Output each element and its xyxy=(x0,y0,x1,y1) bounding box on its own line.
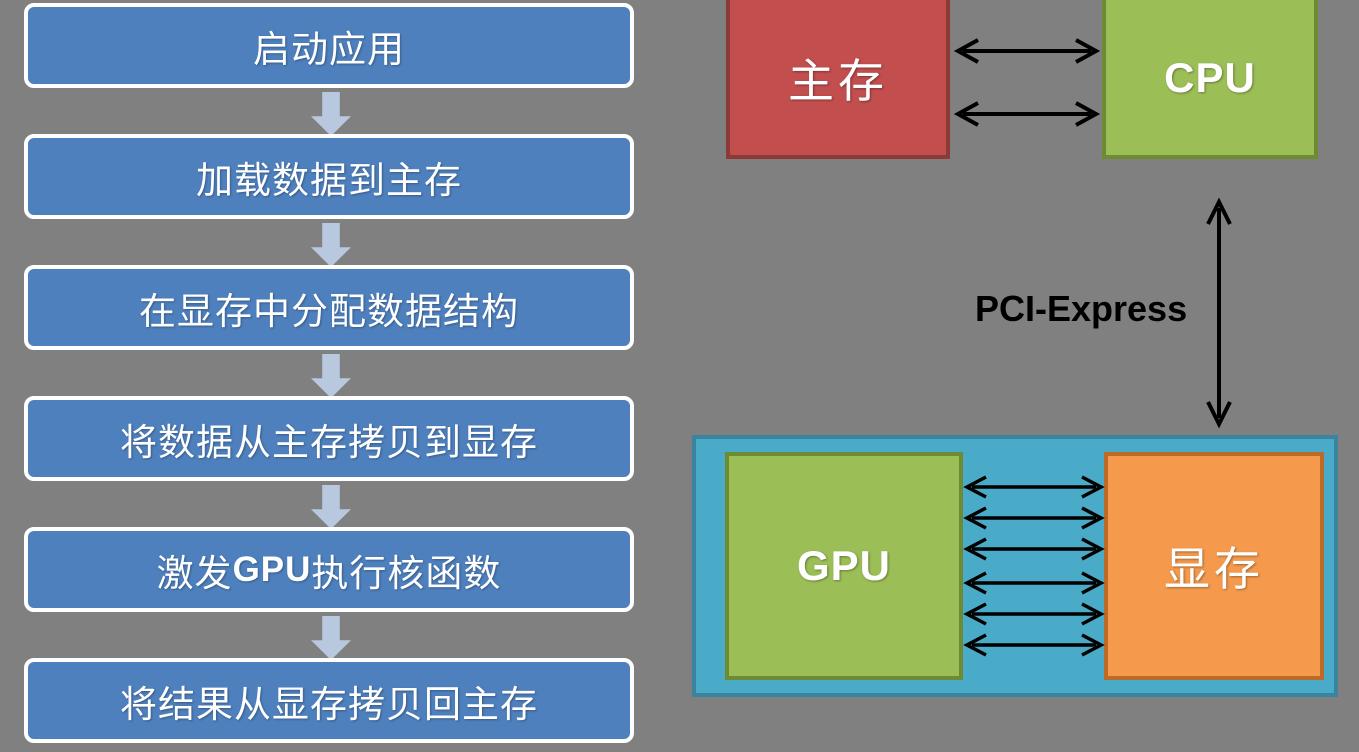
gpu-vram-arrow-icon-5 xyxy=(963,602,1105,626)
flow-step-3-label: 在显存中分配数据结构 xyxy=(139,289,519,333)
gpu-vram-arrow-icon-1 xyxy=(963,475,1105,499)
gpu-vram-arrow-icon-2 xyxy=(963,506,1105,530)
flow-step-1-label: 启动应用 xyxy=(253,27,405,71)
vram-box: 显存 xyxy=(1104,452,1324,680)
gpu-vram-arrow-icon-6 xyxy=(963,633,1105,657)
flow-arrow-down-icon-5 xyxy=(311,616,351,660)
cpu-box: CPU xyxy=(1102,0,1318,159)
vram-label: 显存 xyxy=(1164,542,1264,596)
pci-express-label: PCI-Express xyxy=(975,288,1188,329)
gpu-vram-arrow-icon-3 xyxy=(963,537,1105,561)
flow-step-1: 启动应用 xyxy=(24,3,634,88)
flow-step-5-label-pre: 激发 xyxy=(156,551,233,595)
gpu-vram-arrow-icon-4 xyxy=(963,571,1105,595)
gpu-label: GPU xyxy=(796,542,891,589)
memory-cpu-arrow-icon-2 xyxy=(953,101,1101,127)
pci-express-arrow-icon xyxy=(1206,197,1232,429)
main-memory-box: 主存 xyxy=(726,0,950,159)
flow-arrow-down-icon-2 xyxy=(311,223,351,267)
flow-step-5-label-gpu: GPU xyxy=(232,549,312,589)
memory-cpu-arrow-icon-1 xyxy=(953,38,1101,64)
flow-step-4: 将数据从主存拷贝到显存 xyxy=(24,396,634,481)
flow-step-3: 在显存中分配数据结构 xyxy=(24,265,634,350)
flow-step-6-label: 将结果从显存拷贝回主存 xyxy=(120,682,538,726)
flow-step-2-label: 加载数据到主存 xyxy=(196,158,462,202)
gpu-box: GPU xyxy=(725,452,963,680)
flow-step-5-label-post: 执行核函数 xyxy=(311,551,502,595)
flow-step-2: 加载数据到主存 xyxy=(24,134,634,219)
flow-arrow-down-icon-4 xyxy=(311,485,351,529)
cpu-label: CPU xyxy=(1164,53,1256,101)
flow-arrow-down-icon-3 xyxy=(311,354,351,398)
main-memory-label: 主存 xyxy=(788,53,888,108)
flow-arrow-down-icon-1 xyxy=(311,92,351,136)
flow-step-6: 将结果从显存拷贝回主存 xyxy=(24,658,634,743)
flow-step-4-label: 将数据从主存拷贝到显存 xyxy=(120,420,538,464)
